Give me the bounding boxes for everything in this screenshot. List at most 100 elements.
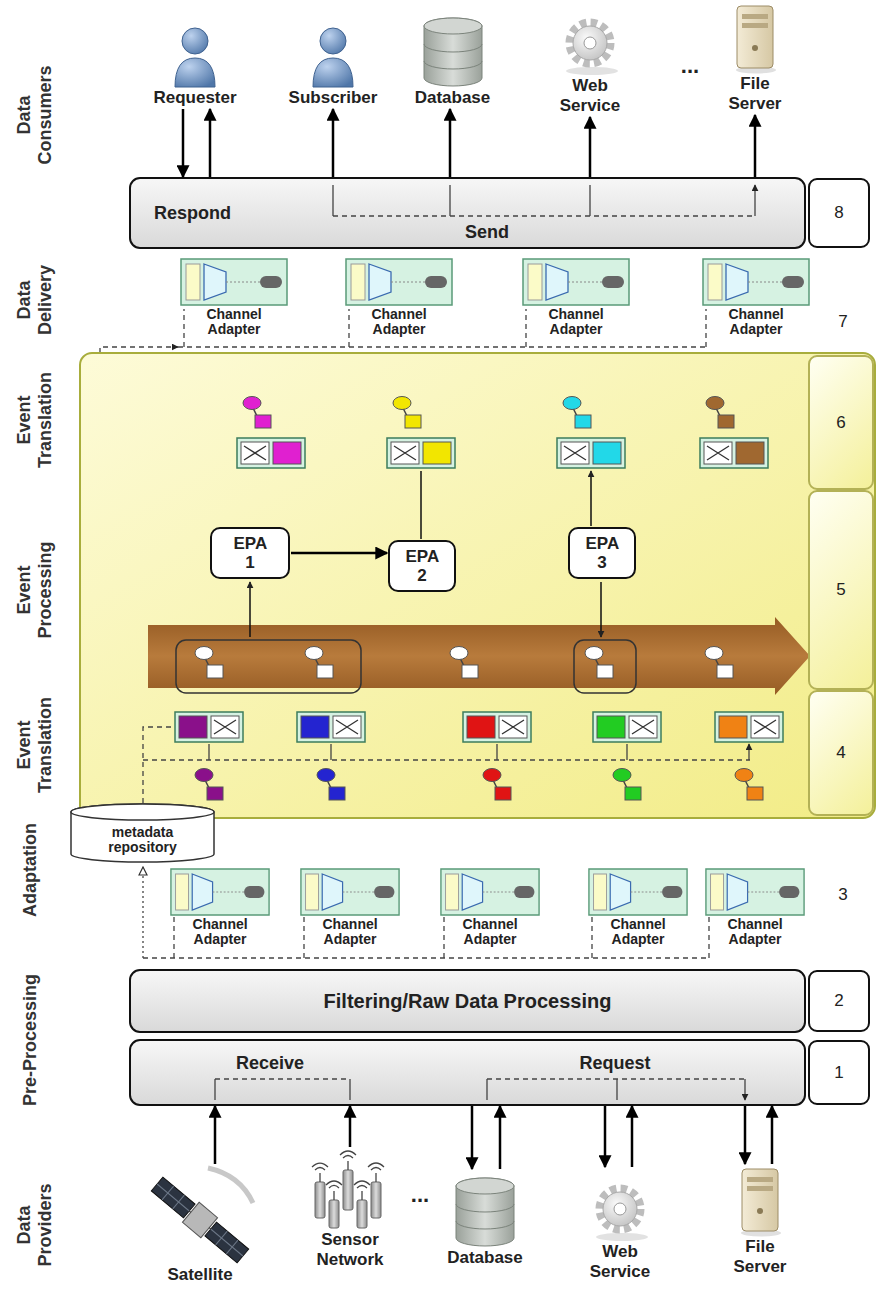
connector-arrow [449,109,452,177]
channel-adapter: Channel Adapter [522,258,630,337]
drawing-part [715,712,783,742]
drawing-part [393,397,411,410]
channel-adapter: Channel Adapter [345,258,453,337]
drawing-part [463,712,531,742]
icon-node: File Server [715,1165,805,1277]
drawing-part [189,1211,210,1229]
channel-adapter: Channel Adapter [705,868,805,947]
drawing-part [593,442,621,464]
connector-arrow [291,552,387,555]
drawing-part [757,1208,763,1214]
drawing-part [440,868,540,916]
drawing-part [446,874,459,910]
drawing-part [333,185,755,216]
drawing-part [593,712,661,742]
drawing-part [243,397,261,410]
drawing-part [585,647,603,660]
drawing-part [574,640,636,693]
drawing-part [333,215,755,216]
drawing-part [502,720,524,734]
node-text: EPA 1 [233,534,266,572]
drawing-part [145,8,245,88]
connector-arrow [631,1106,634,1167]
ellipsis-mark: ... [681,54,699,78]
drawing-part [456,1204,514,1229]
icon-node: Subscriber [283,8,383,108]
drawing-part [462,665,478,678]
drawing-part [705,868,805,916]
layer-number-box: 6 [808,355,874,490]
node-text: Sensor Network [316,1230,383,1270]
drawing-part [747,1186,773,1191]
drawing-part [317,769,335,782]
drawing-part [596,1233,648,1241]
node-text: Respond [154,202,231,224]
icon-node: Requester [145,8,245,108]
drawing-part [742,23,768,28]
drawing-part [336,720,358,734]
node-text: Channel Adapter [548,307,603,337]
drawing-part [175,58,215,87]
drawing-part [298,1148,402,1230]
node-text: Channel Adapter [206,307,261,337]
drawing-part [563,397,581,410]
drawing-part [310,24,356,88]
drawing-part [629,716,657,738]
drawing-part [462,874,482,910]
drawing-part [357,1200,367,1228]
node-text: 2 [834,991,843,1011]
drawing-part [140,1165,260,1265]
drawing-part [742,14,768,19]
node-text: Channel Adapter [728,307,783,337]
drawing-part [514,886,534,898]
drawing-part [340,1151,356,1158]
drawing-part [315,1182,325,1218]
layer-title: Adaptation [20,823,41,917]
drawing-part [207,665,223,678]
icon-node: File Server [705,2,805,114]
drawing-part [313,58,353,87]
drawing-part [394,446,416,460]
drawing-part [305,647,323,660]
drawing-part [326,1181,342,1188]
drawing-part [405,8,500,88]
drawing-part [405,415,421,428]
drawing-part [625,787,641,800]
drawing-part [391,282,425,283]
channel-adapter: Channel Adapter [702,258,810,337]
drawing-part [421,471,591,539]
drawing-part [594,874,607,910]
layer-band: RespondSend [130,178,805,248]
drawing-part [546,264,568,300]
node-text: 5 [836,580,845,600]
drawing-part [182,1202,217,1237]
drawing-part [170,868,270,916]
drawing-part [662,886,682,898]
layer-title: Event Translation [14,372,56,468]
node-text: Channel Adapter [462,917,517,947]
node-text: 4 [836,743,845,763]
drawing-part [329,1200,339,1228]
connector-arrow [604,1106,607,1167]
drawing-part [718,415,734,428]
drawing-part [705,2,805,74]
drawing-part [570,23,610,63]
drawing-part [195,769,213,782]
node-text: Database [447,1248,523,1268]
layer-number: 3 [838,885,847,905]
drawing-part [297,712,365,742]
drawing-part [346,259,452,305]
drawing-part [584,37,596,49]
drawing-part [703,259,809,305]
drawing-part [719,716,747,738]
drawing-part [700,438,768,468]
drawing-part [554,14,626,76]
drawing-part [71,804,214,862]
icon-node: Database [440,1170,530,1268]
drawing-part [588,868,688,916]
drawing-part [705,868,805,916]
drawing-part [747,787,763,800]
drawing-part [752,45,758,51]
drawing-part [345,258,453,306]
